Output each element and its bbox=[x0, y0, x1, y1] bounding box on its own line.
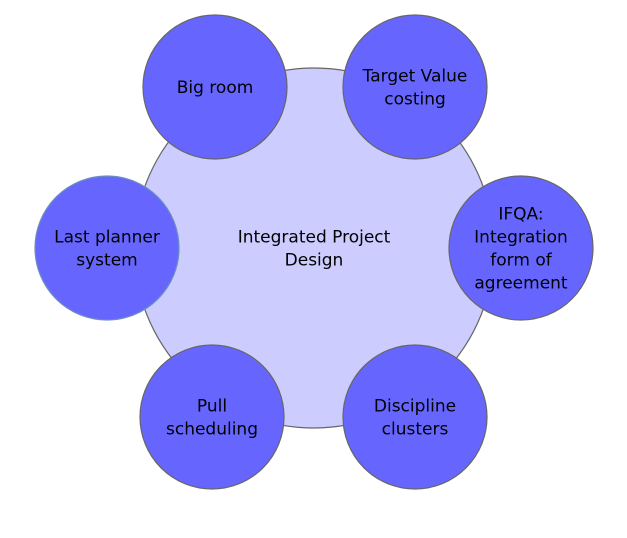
node-circle bbox=[34, 175, 180, 321]
node-label: clusters bbox=[382, 420, 449, 440]
node-circle bbox=[342, 344, 488, 490]
node-label: agreement bbox=[474, 274, 568, 294]
node-label: Last planner bbox=[54, 228, 160, 248]
node-label: Target Value bbox=[362, 67, 468, 87]
node-circle bbox=[142, 14, 288, 160]
node-label: costing bbox=[384, 90, 446, 110]
node-label: Pull bbox=[197, 397, 227, 417]
node-label: IFQA: bbox=[498, 205, 543, 225]
node-label: system bbox=[76, 251, 137, 271]
node-last-planner-system: Last planner system bbox=[34, 175, 180, 321]
node-discipline-clusters: Discipline clusters bbox=[342, 344, 488, 490]
node-label: Big room bbox=[177, 78, 254, 98]
center-label: Design bbox=[285, 251, 344, 271]
node-label: Integration bbox=[474, 228, 568, 248]
node-circle bbox=[448, 175, 594, 321]
node-circle bbox=[139, 344, 285, 490]
node-circle bbox=[342, 14, 488, 160]
node-pull-scheduling: Pull scheduling bbox=[139, 344, 285, 490]
node-label: form of bbox=[490, 251, 552, 271]
node-target-value-costing: Target Value costing bbox=[342, 14, 488, 160]
node-ifqa: IFQA: Integration form of agreement bbox=[448, 175, 594, 321]
node-big-room: Big room bbox=[142, 14, 288, 160]
center-label: Integrated Project bbox=[238, 228, 391, 248]
node-label: scheduling bbox=[166, 420, 258, 440]
node-label: Discipline bbox=[374, 397, 456, 417]
